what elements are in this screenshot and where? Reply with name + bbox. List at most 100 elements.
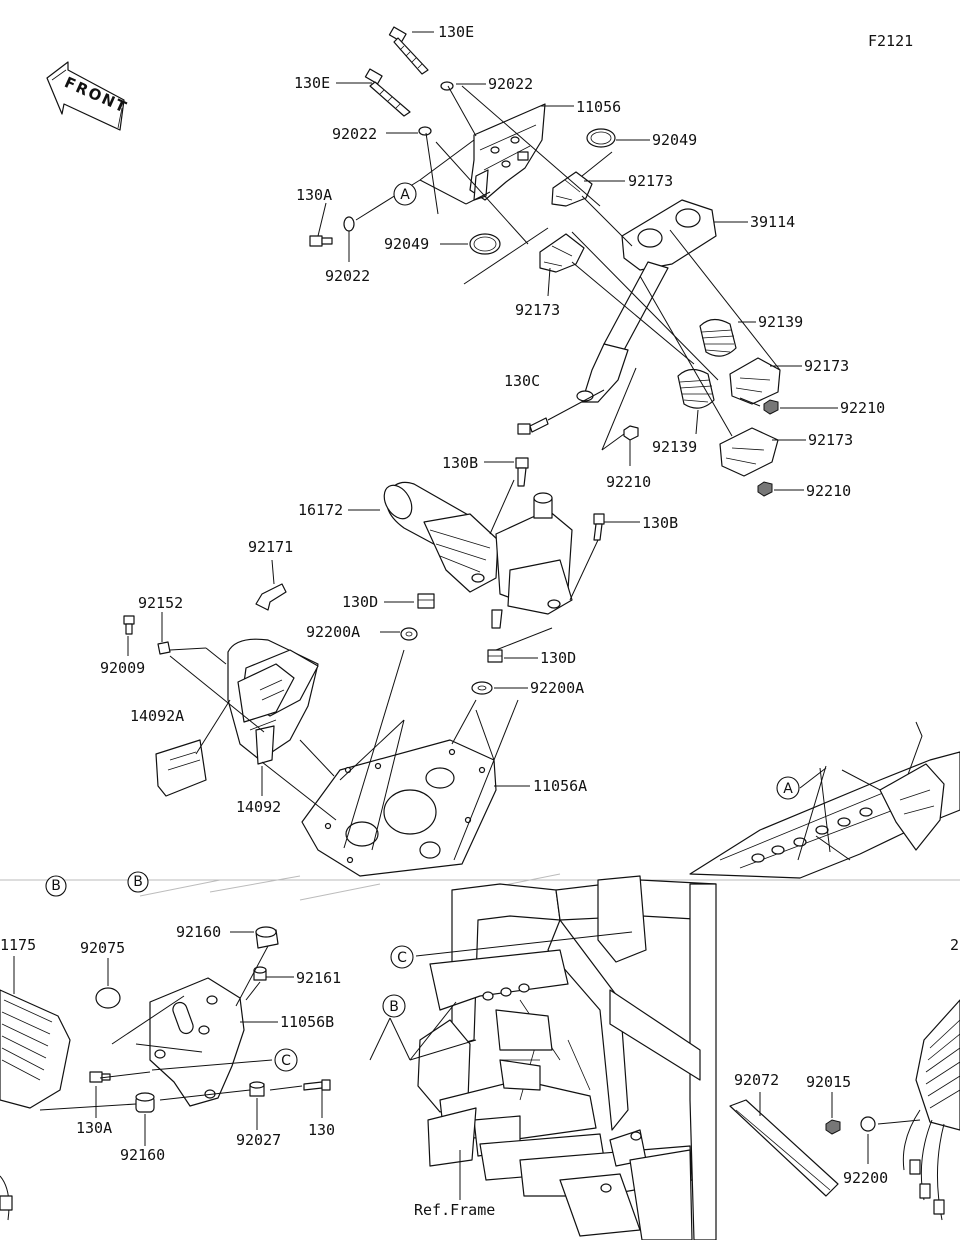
part-label: 92049 xyxy=(652,131,697,149)
part-label: 92173 xyxy=(515,301,560,319)
bolt-130d-upper xyxy=(417,593,435,609)
part-label: 130A xyxy=(76,1119,112,1137)
part-label: 92210 xyxy=(806,482,851,500)
part-label-cut-right: 2 xyxy=(950,936,959,954)
bolt-92009 xyxy=(123,615,135,635)
part-label: 92022 xyxy=(325,267,370,285)
part-label: 14092A xyxy=(130,707,184,725)
bracket-11056b xyxy=(149,977,245,1107)
figure-code: F2121 xyxy=(868,32,913,50)
svg-text:C: C xyxy=(397,950,407,966)
part-label: 92139 xyxy=(652,438,697,456)
bolt-130b-left xyxy=(515,457,529,487)
part-label: 92022 xyxy=(488,75,533,93)
grommet-92160-lower xyxy=(135,1092,155,1113)
part-label: 92173 xyxy=(628,172,673,190)
washer-92200 xyxy=(860,1116,876,1132)
regulator-right-partial xyxy=(902,999,960,1221)
part-label: 92210 xyxy=(606,473,651,491)
part-label: 11056 xyxy=(576,98,621,116)
svg-text:B: B xyxy=(133,874,143,890)
part-label: 130E xyxy=(294,74,330,92)
frame-fragment-right xyxy=(689,721,960,879)
nut-92015 xyxy=(825,1119,841,1135)
rivet-92152 xyxy=(157,641,171,655)
part-label: 92022 xyxy=(332,125,377,143)
collar-92161 xyxy=(253,966,267,981)
part-label: 11056A xyxy=(533,777,587,795)
callout-a-upper: A xyxy=(393,182,417,206)
bracket-11056a xyxy=(301,739,497,877)
part-label: 92173 xyxy=(808,431,853,449)
svg-text:B: B xyxy=(51,878,61,894)
part-label: 130C xyxy=(504,372,540,390)
part-label: 130B xyxy=(442,454,478,472)
part-label: 130E xyxy=(438,23,474,41)
leader-lines-lower-left xyxy=(39,931,323,1146)
callout-c-frame: C xyxy=(390,945,414,969)
ghost-hatch xyxy=(0,873,960,901)
part-label: 92152 xyxy=(138,594,183,612)
ecu-left-partial xyxy=(0,956,71,1221)
bolt-130a-upper xyxy=(309,235,333,247)
part-label-cut-left: 1175 xyxy=(0,936,36,954)
eps-motor-16172 xyxy=(383,481,573,629)
part-label: 92200A xyxy=(306,623,360,641)
part-label: 92200A xyxy=(530,679,584,697)
callout-b-centre: B xyxy=(382,994,406,1018)
plug-92075 xyxy=(95,987,121,1009)
boot-92139-upper xyxy=(699,318,737,357)
callout-b-cut-left: B xyxy=(45,875,67,897)
part-label: 130 xyxy=(308,1121,335,1139)
part-label: 92075 xyxy=(80,939,125,957)
callout-b-cut-left-2: B xyxy=(127,871,149,893)
washer-92200a-lower xyxy=(471,681,493,695)
svg-text:A: A xyxy=(400,187,410,203)
bracket-11056 xyxy=(469,103,546,201)
part-label: 92173 xyxy=(804,357,849,375)
part-label: 39114 xyxy=(750,213,795,231)
bolt-130c xyxy=(517,417,549,435)
boot-92139-lower xyxy=(677,368,715,409)
bolt-130e-upper xyxy=(388,26,429,75)
part-label: 92160 xyxy=(120,1146,165,1164)
part-label: 130B xyxy=(642,514,678,532)
grommet-92160-upper xyxy=(255,926,279,949)
collar-92027 xyxy=(249,1081,265,1097)
part-label: 130D xyxy=(540,649,576,667)
part-label: 92072 xyxy=(734,1071,779,1089)
callout-c-lower: C xyxy=(274,1048,298,1072)
leader-lines-lower-centre xyxy=(369,765,827,1200)
part-label: 130A xyxy=(296,186,332,204)
part-labels: 130E 130E 92022 11056 92022 92049 92173 … xyxy=(0,23,959,1219)
leader-lines-lower-right xyxy=(759,1092,921,1164)
bolt-130d-lower xyxy=(487,649,503,663)
svg-text:C: C xyxy=(281,1053,291,1069)
part-label: 92200 xyxy=(843,1169,888,1187)
clamp-92173-a xyxy=(551,171,593,207)
part-label: 92160 xyxy=(176,923,221,941)
main-frame xyxy=(417,875,717,1240)
bolt-130b-right xyxy=(593,513,605,541)
part-label: 92015 xyxy=(806,1073,851,1091)
part-label: 16172 xyxy=(298,501,343,519)
part-label: 92210 xyxy=(840,399,885,417)
svg-text:B: B xyxy=(389,999,399,1015)
part-label: 92009 xyxy=(100,659,145,677)
plate-14092a xyxy=(155,739,207,797)
washer-92022-mid xyxy=(418,126,432,136)
clamp-92173-c xyxy=(729,357,781,405)
part-label: 92161 xyxy=(296,969,341,987)
strap-92072 xyxy=(729,1099,839,1197)
leader-lines-upper xyxy=(317,31,838,491)
ref-frame-label: Ref.Frame xyxy=(414,1201,495,1219)
nut-92210 xyxy=(623,399,779,497)
steering-stem-39114 xyxy=(576,199,717,403)
part-label: 92139 xyxy=(758,313,803,331)
part-label: 92049 xyxy=(384,235,429,253)
part-label: 11056B xyxy=(280,1013,334,1031)
leader-lines-middle xyxy=(127,461,640,861)
part-label: 92027 xyxy=(236,1131,281,1149)
